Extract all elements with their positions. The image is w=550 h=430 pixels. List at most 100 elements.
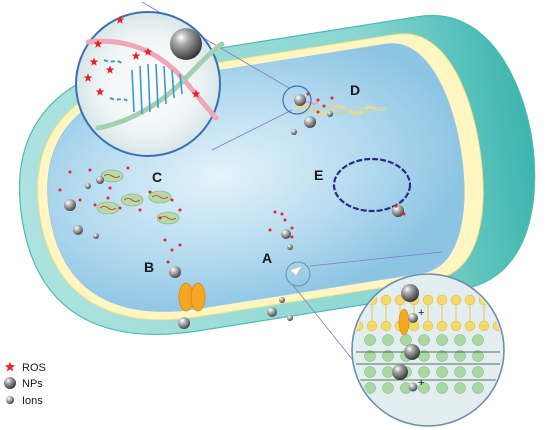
membrane-pore-a: [285, 261, 311, 287]
ros-dot: [170, 248, 174, 252]
ion: [287, 244, 293, 250]
label-e: E: [314, 167, 323, 183]
lipid-head: [436, 320, 448, 332]
ros-dot: [166, 260, 170, 264]
ros-dot: [402, 212, 406, 216]
legend-label-nps: NPs: [22, 378, 43, 390]
ros-dot: [138, 208, 142, 212]
ros-dot: [178, 243, 182, 247]
np-zoom-low: [392, 364, 408, 380]
lipid-head: [492, 294, 502, 306]
ros-dot: [88, 168, 92, 172]
lipid-head-green: [454, 334, 466, 346]
lipid-head-green: [400, 334, 412, 346]
ros-dot: [316, 110, 320, 114]
ros-dot: [68, 170, 72, 174]
lipid-head: [450, 320, 462, 332]
ion-zoom-bottom: [408, 382, 418, 392]
ions-layer: [85, 111, 333, 321]
nanoparticle: [64, 199, 76, 211]
zoom-inset-dna-damage: [75, 11, 225, 157]
lipid-head-green: [472, 382, 484, 394]
lipid-head-green: [454, 350, 466, 362]
ion-sign-zoom-1: +: [418, 307, 424, 319]
zoom-origin-circle-d: [282, 85, 312, 115]
label-c: C: [152, 169, 162, 185]
zoom-porin: [398, 308, 410, 336]
ros-dot: [322, 104, 326, 108]
lipid-head-green: [436, 350, 448, 362]
legend-label-ros: ROS: [22, 362, 46, 374]
ion-sign-zoom-2: +: [418, 377, 424, 389]
lipid-head-green: [472, 366, 484, 378]
lipid-head: [380, 294, 392, 306]
lipid-head-green: [382, 382, 394, 394]
ros-dot: [126, 166, 130, 170]
ros-dot: [93, 203, 97, 207]
ros-dot: [273, 210, 277, 214]
ros-dot: [106, 196, 110, 200]
nps-legend-icon: [4, 377, 16, 389]
lipid-head-green: [472, 334, 484, 346]
lipid-head: [380, 320, 392, 332]
ros-dot: [394, 204, 398, 208]
lipid-head: [464, 320, 476, 332]
lipid-head-green: [418, 382, 430, 394]
ros-dot: [58, 188, 62, 192]
ros-legend-icon: [4, 361, 16, 372]
nanoparticle: [73, 225, 83, 235]
np-large-zoom-d: [170, 28, 202, 60]
lipid-head-green: [364, 366, 376, 378]
ros-layer: [58, 92, 406, 264]
nanoparticle: [304, 116, 316, 128]
ros-dot: [158, 216, 162, 220]
lipid-head-green: [418, 334, 430, 346]
legend-label-ions: Ions: [22, 395, 43, 407]
legend: ROS NPs Ions: [4, 361, 46, 407]
ion: [291, 129, 297, 135]
lipid-head-green: [364, 334, 376, 346]
ros-dot: [178, 208, 182, 212]
ros-dot: [290, 235, 294, 239]
ros-dot: [163, 238, 167, 242]
ros-dot: [170, 198, 174, 202]
inner-membrane-lipids: [356, 334, 500, 394]
lipid-head-green: [364, 350, 376, 362]
ros-dot: [148, 190, 152, 194]
label-a: A: [262, 250, 272, 266]
circular-dna-plasmid: [332, 157, 412, 213]
porin-channel: [178, 282, 206, 312]
nanoparticles-layer: [64, 94, 404, 329]
lipid-head: [436, 294, 448, 306]
lipid-head-green: [436, 382, 448, 394]
lipid-head: [422, 294, 434, 306]
nanoparticle: [392, 205, 404, 217]
label-d: D: [350, 82, 360, 98]
label-b: B: [144, 259, 154, 275]
ion: [85, 183, 91, 189]
ros-dot: [283, 218, 287, 222]
nanoparticle: [281, 229, 291, 239]
ros-dot: [78, 198, 82, 202]
ribosome-cluster: [96, 169, 180, 225]
lipid-head-green: [382, 334, 394, 346]
lipid-head: [366, 320, 378, 332]
nanoparticle: [267, 307, 277, 317]
lipid-head: [464, 294, 476, 306]
ion-zoom-porin: [408, 313, 418, 323]
ion: [287, 315, 293, 321]
nanoparticle: [294, 94, 306, 106]
nanoparticle: [169, 266, 181, 278]
lipid-head: [478, 320, 490, 332]
np-zoom-mid: [404, 344, 420, 360]
lipid-head-green: [382, 366, 394, 378]
lipid-head-green: [454, 366, 466, 378]
lipid-head-green: [382, 350, 394, 362]
lipid-head-green: [436, 334, 448, 346]
lipid-head-green: [436, 366, 448, 378]
nanoparticle: [178, 317, 190, 329]
ion: [279, 297, 285, 303]
nanoparticle: [96, 176, 104, 184]
